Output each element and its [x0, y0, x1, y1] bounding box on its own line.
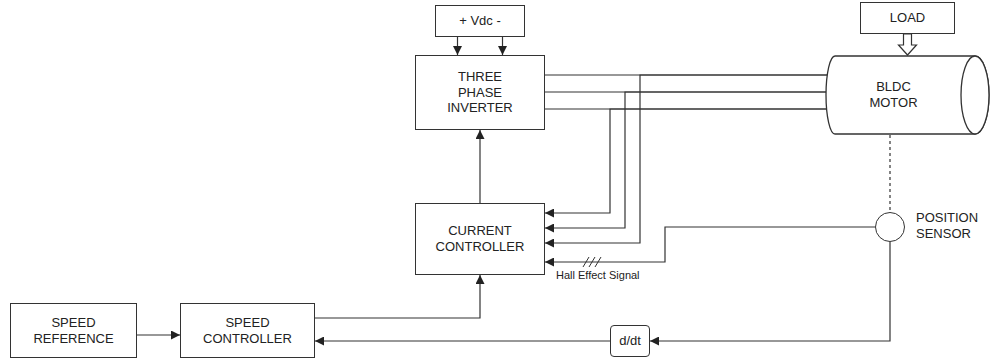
motor-cylinder: BLDC MOTOR	[825, 55, 990, 135]
signal-line	[889, 135, 890, 212]
signal-line	[545, 227, 875, 262]
signal-line	[545, 75, 827, 243]
node-label: CURRENT CONTROLLER	[433, 223, 528, 254]
node-label: SPEED CONTROLLER	[200, 315, 295, 346]
signal-line	[545, 109, 827, 213]
reference-box: SPEED REFERENCE	[10, 303, 137, 358]
sensor-label: POSITION SENSOR	[916, 210, 991, 241]
node-label: SPEED REFERENCE	[30, 315, 118, 346]
signal-line	[457, 37, 458, 55]
node-label: BLDC MOTOR	[866, 79, 922, 110]
signal-line	[315, 275, 480, 318]
node-label: THREE PHASE INVERTER	[441, 69, 519, 116]
load-box: LOAD	[860, 2, 955, 34]
derivative-box: d/dt	[610, 325, 650, 357]
signal-line	[479, 130, 480, 203]
signal-label: Hall Effect Signal	[555, 269, 641, 282]
signal-line	[650, 242, 890, 341]
controller-box: CURRENT CONTROLLER	[415, 203, 545, 275]
signal-line	[545, 92, 826, 228]
connector-group	[137, 34, 917, 341]
signal-line	[315, 340, 610, 341]
node-label: LOAD	[890, 10, 925, 26]
node-label: + Vdc -	[459, 13, 501, 29]
load-arrow	[899, 34, 917, 55]
cylinder-face	[961, 56, 989, 134]
signal-line	[137, 334, 180, 335]
inverter-box: THREE PHASE INVERTER	[415, 55, 545, 130]
node-label: d/dt	[619, 333, 641, 349]
sensor-circle: POSITION SENSOR	[875, 212, 905, 242]
signal-line	[502, 37, 503, 55]
controller-box: SPEED CONTROLLER	[180, 303, 315, 358]
supply-box: + Vdc -	[435, 5, 525, 37]
cylinder-body	[826, 56, 989, 134]
